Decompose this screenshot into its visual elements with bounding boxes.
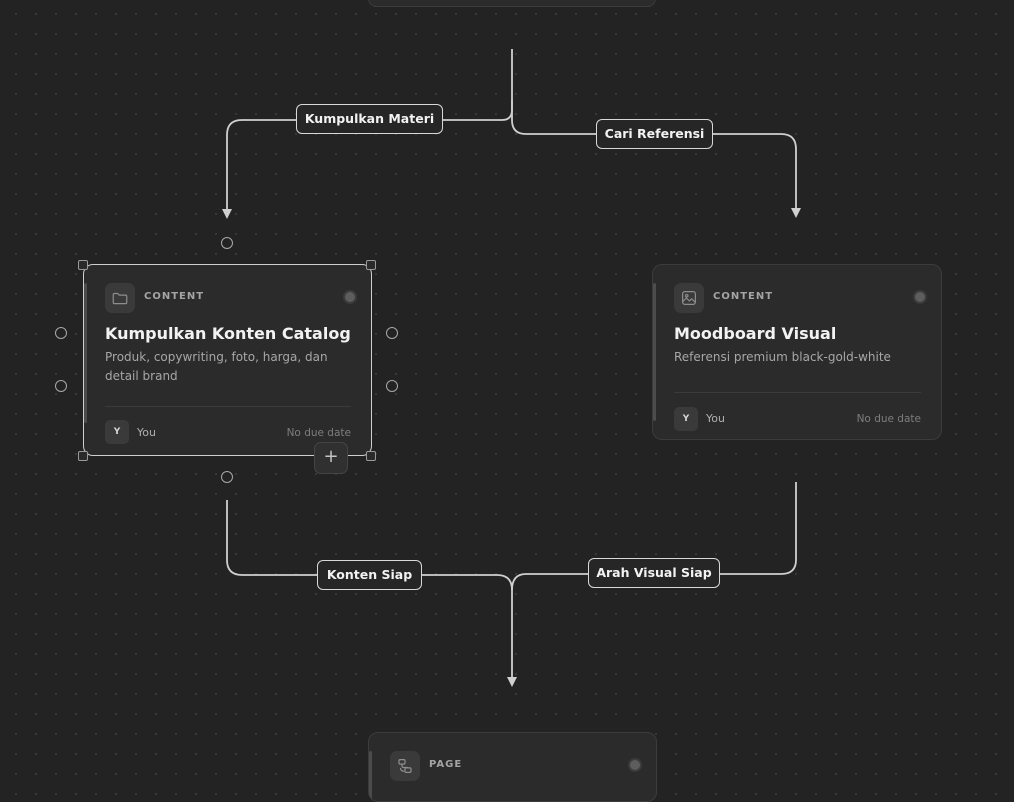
status-dot[interactable] xyxy=(345,292,355,302)
resize-handle-bottom-left[interactable] xyxy=(78,451,88,461)
connect-handle-left-1[interactable] xyxy=(55,327,67,339)
resize-handle-bottom-right[interactable] xyxy=(366,451,376,461)
connect-handle-bottom[interactable] xyxy=(221,471,233,483)
due-date[interactable]: No due date xyxy=(856,413,921,425)
node-card-moodboard[interactable]: CONTENT Moodboard Visual Referensi premi… xyxy=(652,264,942,440)
card-divider xyxy=(105,406,351,407)
node-card-catalog[interactable]: CONTENT Kumpulkan Konten Catalog Produk,… xyxy=(83,264,372,456)
status-dot[interactable] xyxy=(630,760,640,770)
resize-handle-top-left[interactable] xyxy=(78,260,88,270)
edge-label-konten-siap[interactable]: Konten Siap xyxy=(317,560,422,590)
node-description: Produk, copywriting, foto, harga, dan de… xyxy=(105,350,328,383)
card-accent-bar xyxy=(653,283,656,421)
card-accent-bar xyxy=(84,283,87,423)
node-type-label: CONTENT xyxy=(713,291,774,302)
card-divider xyxy=(674,392,921,393)
connect-handle-right-2[interactable] xyxy=(386,380,398,392)
add-node-button[interactable]: + xyxy=(314,442,348,474)
card-accent-bar xyxy=(369,751,372,801)
edge-cari-referensi[interactable] xyxy=(511,100,801,218)
resize-handle-top-right[interactable] xyxy=(366,260,376,270)
edge-label-arah-visual-siap[interactable]: Arah Visual Siap xyxy=(588,558,720,588)
node-title: Moodboard Visual xyxy=(674,324,837,343)
avatar[interactable]: Y xyxy=(674,407,698,431)
status-dot[interactable] xyxy=(915,292,925,302)
previous-node-card[interactable] xyxy=(368,0,656,7)
node-description: Referensi premium black-gold-white xyxy=(674,350,891,364)
edge-konten-siap[interactable] xyxy=(226,500,517,687)
node-type-label: CONTENT xyxy=(144,291,205,302)
node-type-label: PAGE xyxy=(429,759,463,770)
avatar[interactable]: Y xyxy=(105,420,129,444)
edge-label-cari-referensi[interactable]: Cari Referensi xyxy=(596,119,713,149)
workflow-icon xyxy=(390,751,420,781)
assignee-name: You xyxy=(706,412,725,425)
image-icon xyxy=(674,283,704,313)
assignee-name: You xyxy=(137,426,156,439)
node-card-page[interactable]: PAGE xyxy=(368,732,657,802)
connect-handle-left-2[interactable] xyxy=(55,380,67,392)
edge-label-kumpulkan-materi[interactable]: Kumpulkan Materi xyxy=(296,104,443,134)
due-date[interactable]: No due date xyxy=(286,427,351,439)
connect-handle-right-1[interactable] xyxy=(386,327,398,339)
folder-icon xyxy=(105,283,135,313)
connect-handle-top[interactable] xyxy=(221,237,233,249)
node-title: Kumpulkan Konten Catalog xyxy=(105,324,351,343)
